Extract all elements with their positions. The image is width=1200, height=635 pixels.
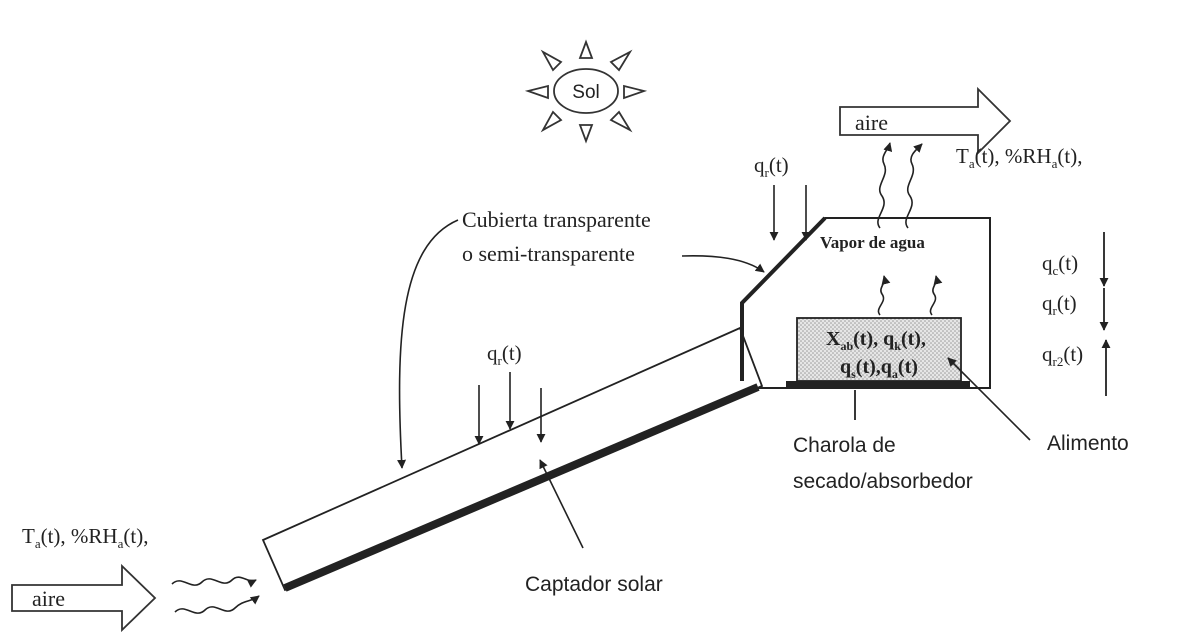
vapor-exit-waves — [877, 142, 923, 229]
qr-top-label: qr(t) — [754, 153, 789, 180]
cover-label-line1: Cubierta transparente — [462, 207, 651, 232]
collector-label: Captador solar — [525, 573, 663, 596]
air-in-conditions: Ta(t), %RHa(t), — [22, 524, 148, 551]
sun-rays — [524, 39, 648, 144]
vapor-label: Vapor de agua — [820, 233, 925, 252]
food-leader-line — [947, 357, 1031, 441]
collector-absorber-plate — [283, 383, 760, 592]
tray-label-line2: secado/absorbedor — [793, 470, 973, 493]
air-inflow-waves — [171, 576, 260, 614]
qr-collector-label: qr(t) — [487, 341, 522, 368]
air-in-label: aire — [32, 586, 65, 611]
cover-leader-lines — [397, 219, 765, 469]
qr2-right-label: qr2(t) — [1042, 342, 1083, 369]
qc-right-label: qc(t) — [1042, 251, 1078, 278]
drying-chamber — [740, 216, 991, 389]
vapor-food-waves — [877, 275, 943, 316]
right-flux-arrows — [1099, 232, 1111, 396]
air-out-label: aire — [855, 110, 888, 135]
sun-label: Sol — [572, 82, 599, 103]
qr-collector-arrows — [474, 372, 546, 445]
qr-right-label: qr(t) — [1042, 291, 1077, 318]
collector-leader-line — [539, 459, 584, 549]
cover-label-line2: o semi-transparente — [462, 241, 635, 266]
tray-label-line1: Charola de — [793, 434, 896, 457]
food-box — [796, 317, 962, 382]
air-in-arrow: aire — [11, 563, 157, 633]
chamber-cover — [740, 216, 827, 381]
food-box-line1: Xab(t), qk(t), — [826, 328, 926, 353]
sun-icon — [553, 68, 619, 114]
food-box-line2: qs(t),qa(t) — [840, 356, 918, 381]
air-out-arrow: aire — [839, 86, 1012, 156]
qr-top-arrows — [769, 185, 811, 241]
sun: Sol — [524, 39, 648, 144]
air-out-conditions: Ta(t), %RHa(t), — [956, 144, 1082, 171]
solar-collector — [261, 326, 764, 592]
food-label: Alimento — [1047, 432, 1129, 455]
